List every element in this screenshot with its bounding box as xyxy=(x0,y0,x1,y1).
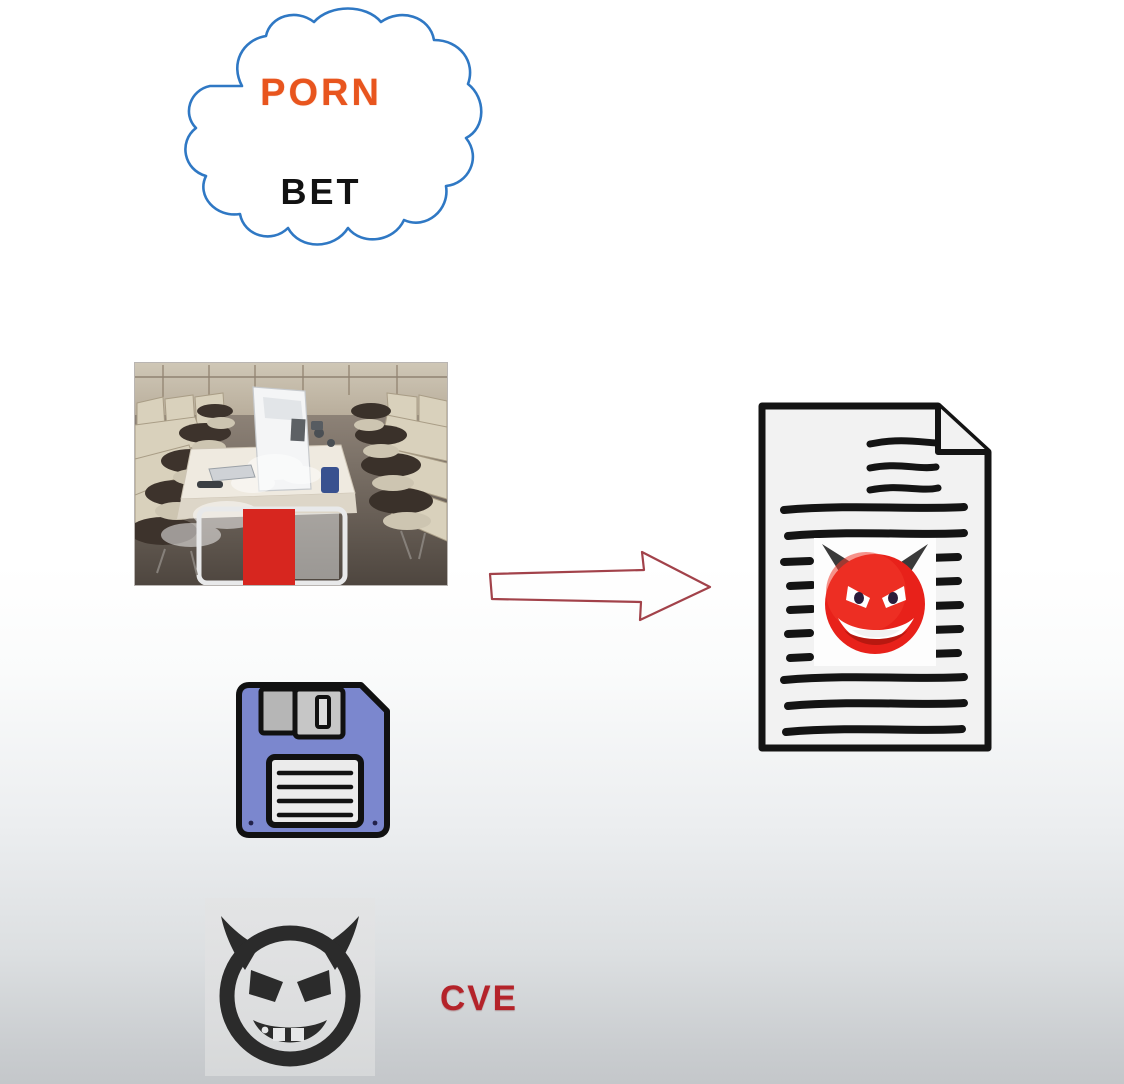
internet-cloud: PORN BET xyxy=(138,2,488,272)
devil-face-shape xyxy=(219,916,361,1067)
cloud-label-bet: BET xyxy=(280,171,362,212)
lab-room-illustration xyxy=(135,363,447,585)
flow-arrow xyxy=(484,548,716,628)
cve-label: CVE xyxy=(440,979,518,1018)
infected-document xyxy=(752,392,1000,760)
cloud-shape xyxy=(184,7,483,246)
devil-face-icon xyxy=(205,898,375,1076)
document-shape xyxy=(758,402,992,752)
arrow-shape xyxy=(488,550,712,622)
computer-lab-photo xyxy=(134,362,448,586)
floppy-disk-shape xyxy=(236,682,390,838)
cloud-label-porn: PORN xyxy=(260,72,382,114)
red-devil-emoji xyxy=(814,538,936,666)
floppy-disk xyxy=(229,679,397,844)
